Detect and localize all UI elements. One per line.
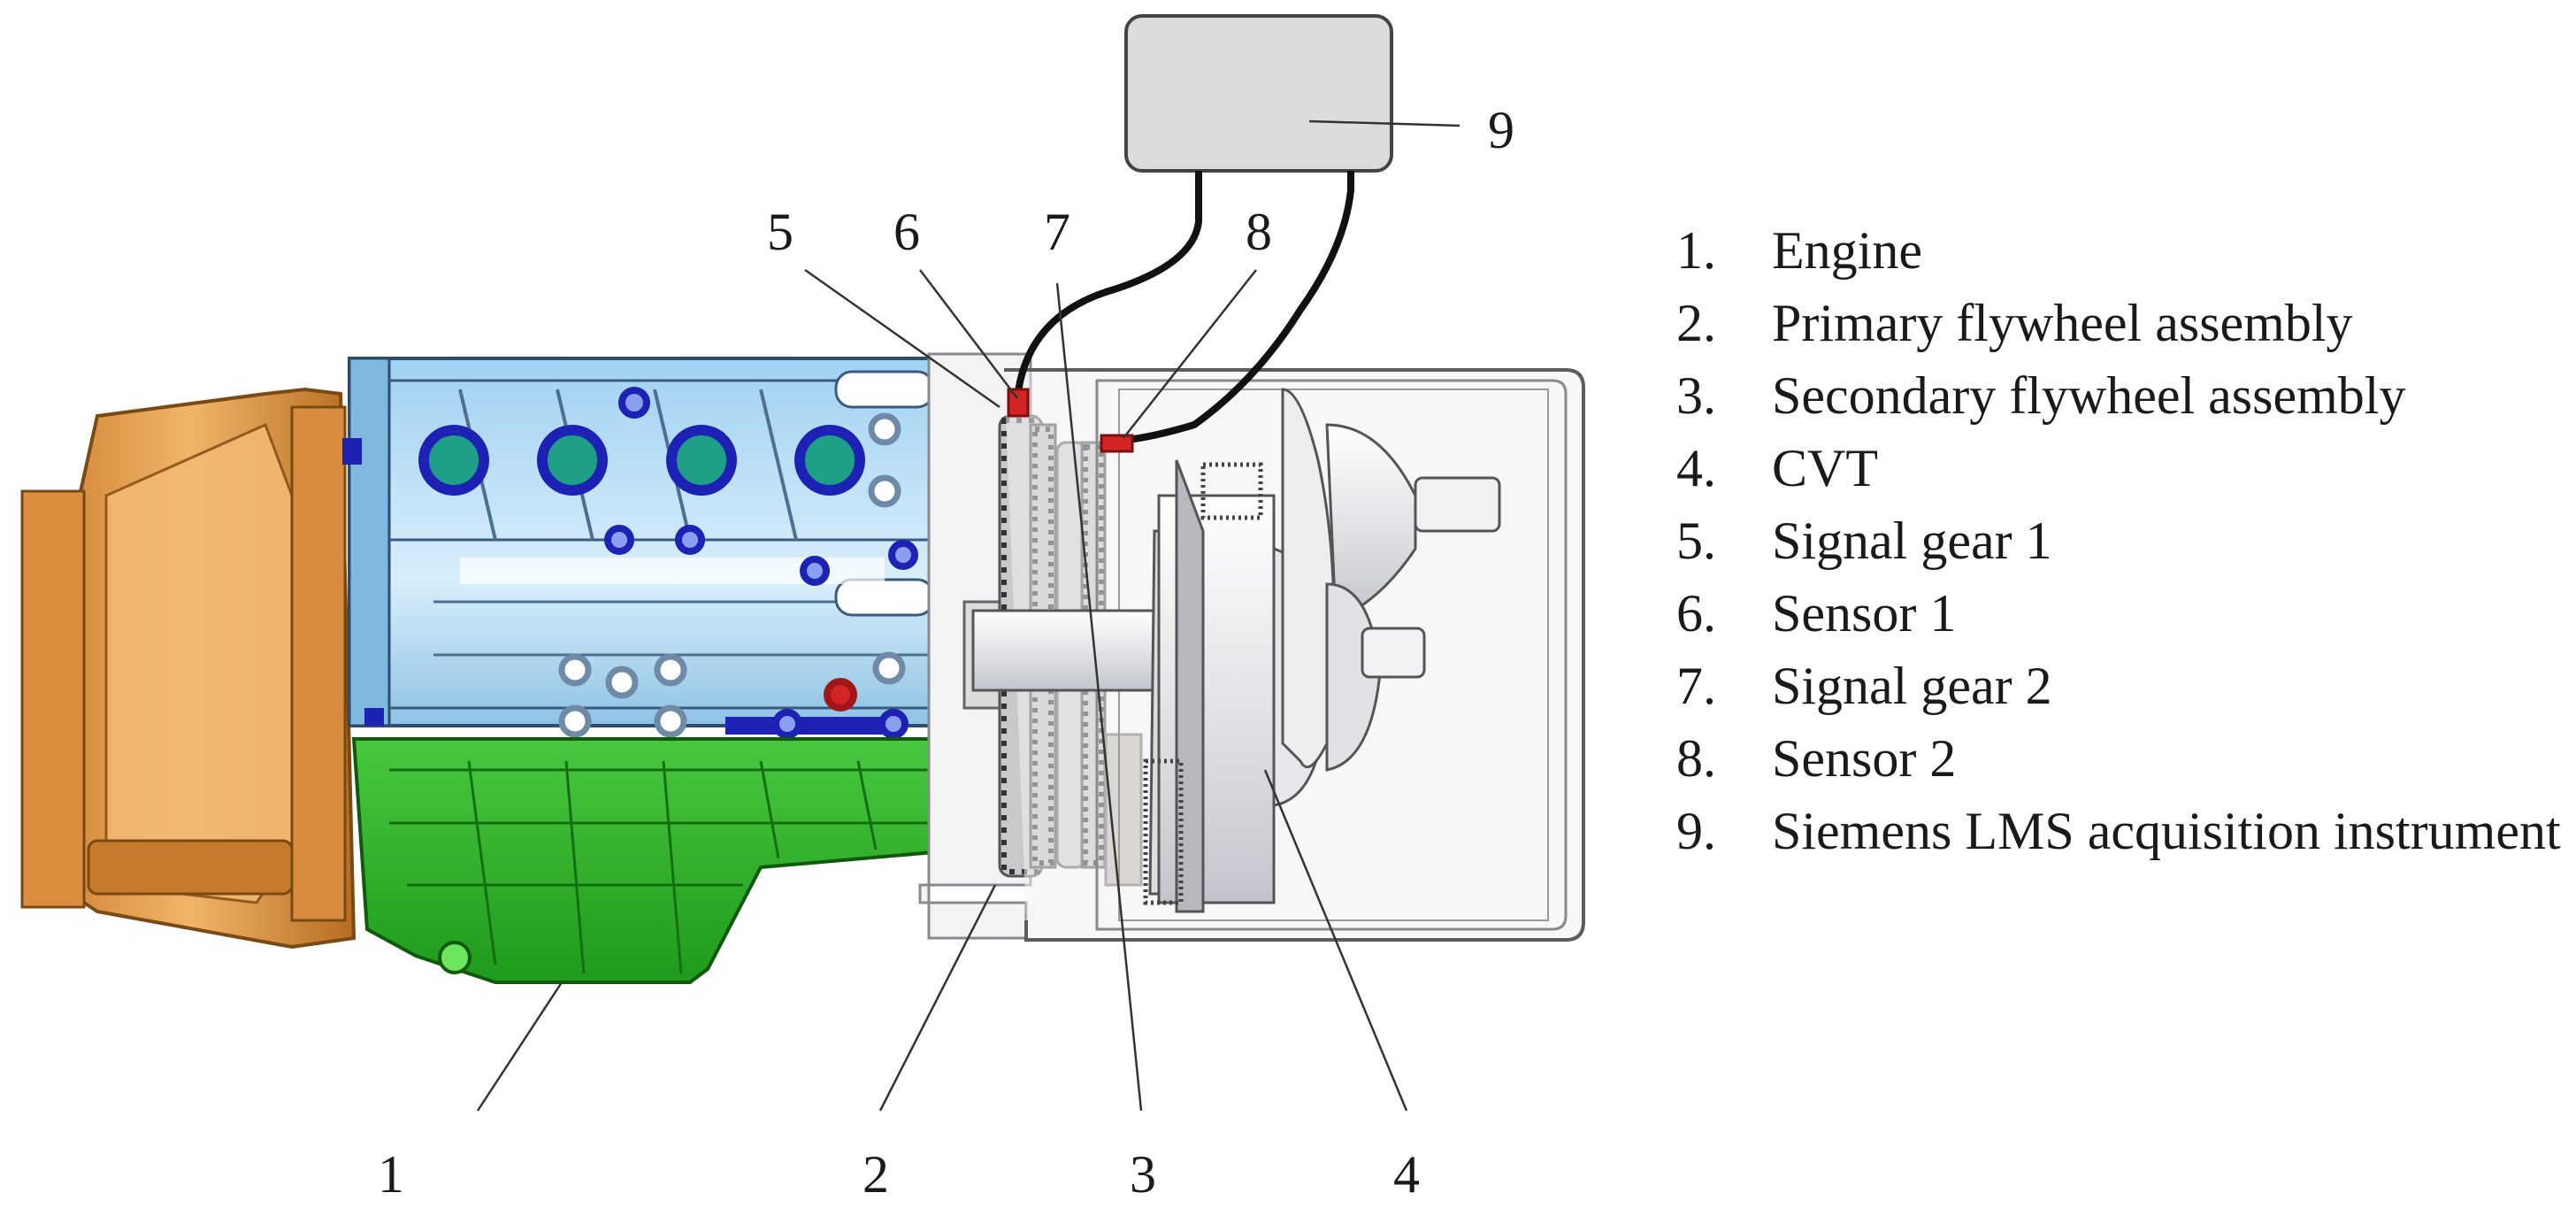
legend-label: Secondary flywheel assembly [1772,366,2406,425]
legend-item: 9. Siemens LMS acquisition instrument [1676,795,2568,867]
sensor-2-shape [1100,434,1134,453]
legend-label: Sensor 1 [1772,584,1957,642]
legend-item: 4. CVT [1676,432,2568,504]
bell-housing [20,387,356,950]
legend-label: CVT [1772,439,1878,497]
callout-engine: 1 [378,1145,404,1204]
callout-cvt: 4 [1393,1145,1420,1204]
legend-item: 2. Primary flywheel assembly [1676,287,2568,359]
callout-secondary-flywheel: 3 [1130,1145,1156,1204]
acquisition-instrument [1124,14,1393,173]
callout-signal-gear-2: 7 [1044,203,1070,261]
legend-item: 8. Sensor 2 [1676,722,2568,795]
callout-signal-gear-1: 5 [767,203,794,261]
legend-number: 6. [1676,584,1716,642]
legend-label: Signal gear 2 [1772,657,2052,715]
oil-pan [351,737,998,984]
legend-label: Signal gear 1 [1772,512,2052,570]
callout-acquisition-instrument: 9 [1488,101,1514,159]
legend-label: Sensor 2 [1772,729,1957,788]
bolts [558,387,918,739]
legend-item: 3. Secondary flywheel assembly [1676,359,2568,432]
legend-number: 3. [1676,366,1716,425]
legend-item: 1. Engine [1676,214,2568,287]
legend-label: Engine [1772,221,1922,280]
legend-label: Siemens LMS acquisition instrument [1772,802,2561,860]
legend-number: 8. [1676,729,1716,788]
sensor-cables [1014,171,1354,444]
leader-lines [476,119,1460,1112]
legend-item: 7. Signal gear 2 [1676,650,2568,722]
legend-number: 7. [1676,657,1716,715]
legend-number: 1. [1676,221,1716,280]
legend-number: 5. [1676,512,1716,570]
sensor-1-shape [1007,388,1030,418]
legend-item: 5. Signal gear 1 [1676,504,2568,577]
callout-sensor-2: 8 [1246,203,1272,261]
engine-block [342,357,953,735]
legend-item: 6. Sensor 1 [1676,577,2568,650]
legend: 1. Engine 2. Primary flywheel assembly 3. S… [1676,214,2568,867]
cvt [971,388,1501,913]
legend-number: 4. [1676,439,1716,497]
cylinder-ports [418,425,865,496]
callout-primary-flywheel: 2 [862,1145,889,1204]
legend-number: 2. [1676,294,1716,352]
legend-label: Primary flywheel assembly [1772,294,2353,352]
legend-number: 9. [1676,802,1716,860]
sensors [1007,388,1134,453]
callout-sensor-1: 6 [893,203,920,261]
